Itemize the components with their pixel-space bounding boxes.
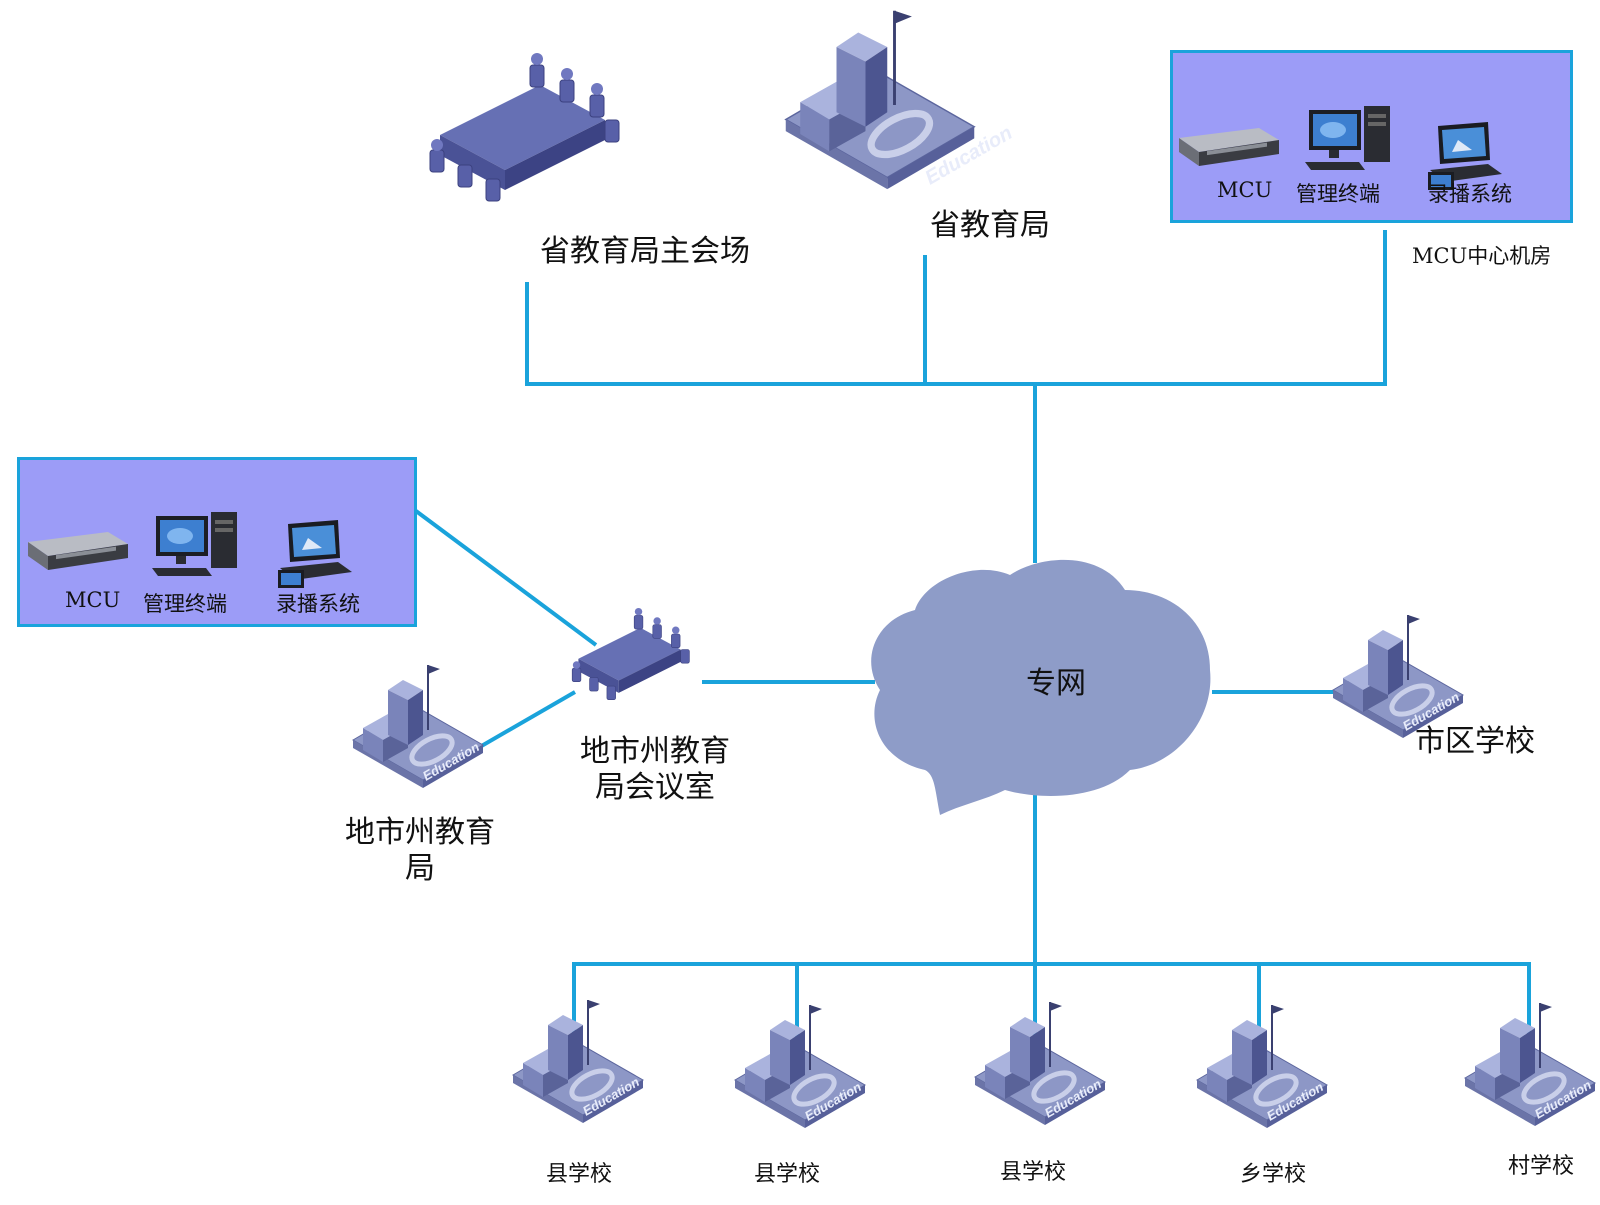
network-label: 专网 (1026, 666, 1086, 701)
school-label-2: 县学校 (754, 1162, 821, 1187)
management-terminal-label: 管理终端 (143, 592, 227, 616)
mcu-server-icon (28, 532, 128, 570)
school-label-4: 乡学校 (1240, 1162, 1307, 1187)
province-main-venue-label: 省教育局主会场 (540, 234, 750, 269)
conference-table-icon (429, 52, 620, 202)
school-label-3: 县学校 (1000, 1160, 1067, 1185)
box-room-link (414, 509, 598, 647)
recording-system-label: 录播系统 (276, 592, 360, 616)
prefecture-bureau-label: 地市州教育 局 (345, 815, 495, 886)
bureau-room-link (477, 690, 576, 750)
mcu-label: MCU (1217, 178, 1273, 202)
management-terminal-label: 管理终端 (1296, 182, 1380, 206)
recording-system-label: 录播系统 (1428, 182, 1512, 206)
education-building-icon (353, 665, 483, 788)
prefecture-room-label: 地市州教育 局会议室 (580, 734, 730, 805)
education-building-icon (975, 1002, 1105, 1125)
education-building-icon (513, 1000, 643, 1123)
prefecture-device-box: MCU 管理终端 录播系统 (17, 457, 417, 627)
education-building-icon (1197, 1005, 1327, 1128)
recording-system-icon (278, 520, 352, 588)
school-label-1: 县学校 (546, 1162, 613, 1187)
management-terminal-icon (152, 512, 237, 576)
school-label-5: 村学校 (1508, 1154, 1575, 1179)
education-building-icon (735, 1005, 865, 1128)
education-building-icon (1333, 615, 1463, 738)
prefecture-devices (28, 512, 352, 588)
bottom-bus-line (572, 962, 1531, 1045)
mcu-center-room-label: MCU中心机房 (1412, 244, 1552, 268)
province-bureau-label: 省教育局 (930, 208, 1050, 243)
mcu-center-room-box: MCU 管理终端 录播系统 (1170, 50, 1573, 223)
top-bus-line (525, 230, 1387, 386)
connection-lines (414, 230, 1531, 1050)
mcu-server-icon (1179, 128, 1279, 166)
management-terminal-icon (1305, 106, 1390, 170)
conference-table-icon (571, 607, 690, 701)
network-cloud-icon (871, 559, 1211, 815)
city-school-label: 市区学校 (1415, 724, 1535, 759)
mcu-label: MCU (65, 588, 121, 612)
